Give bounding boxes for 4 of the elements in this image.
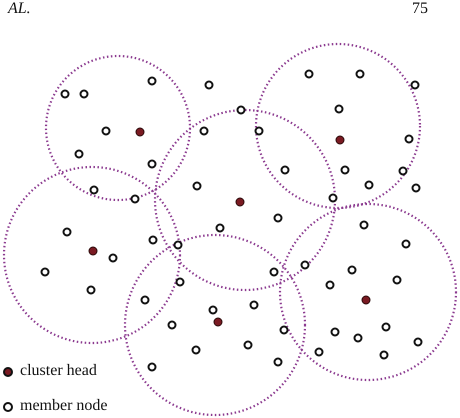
page-number: 75 [412, 0, 428, 18]
legend-label: cluster head [20, 362, 97, 380]
running-header: AL. [8, 0, 31, 18]
legend-label: member node [20, 397, 108, 415]
